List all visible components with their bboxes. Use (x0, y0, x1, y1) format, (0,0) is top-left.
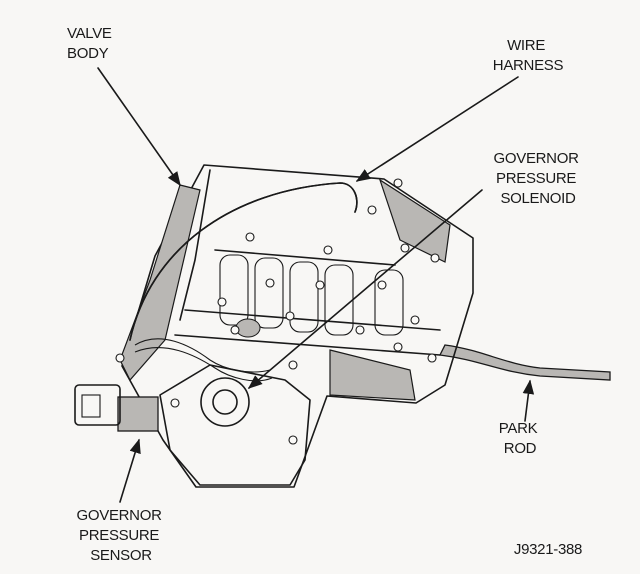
figure-id: J9321-388 (514, 541, 582, 558)
governor-pressure-sensor (74, 384, 159, 432)
wire-harness-arrow (355, 76, 519, 182)
solenoid-arrow (247, 189, 483, 389)
label-valve-body: VALVE BODY (67, 25, 116, 62)
label-governor-pressure-solenoid: GOVERNOR PRESSURE SOLENOID (494, 150, 583, 207)
label-park-rod: PARK ROD (499, 420, 541, 457)
bolts (115, 178, 440, 445)
label-governor-pressure-sensor: GOVERNOR PRESSURE SENSOR (77, 507, 166, 564)
governor-pressure-solenoid (200, 377, 250, 427)
park-rod (439, 344, 611, 381)
park-rod-arrow (522, 379, 535, 422)
sensor-arrow (119, 438, 141, 503)
valve-body (121, 164, 474, 488)
label-wire-harness: WIRE HARNESS (493, 37, 564, 74)
valve-body-arrow (97, 67, 181, 187)
governor-housing (159, 364, 311, 486)
